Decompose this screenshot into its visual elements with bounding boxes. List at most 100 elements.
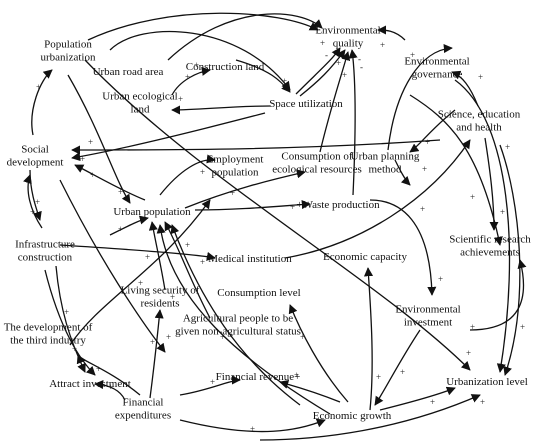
link-polarity: + [194, 60, 199, 70]
link-polarity: + [36, 82, 41, 92]
causal-link [387, 43, 453, 151]
link-polarity: + [145, 252, 150, 262]
link-polarity: + [420, 204, 425, 214]
link-polarity: + [220, 332, 225, 342]
causal-link [170, 224, 301, 406]
variable-consumption-level: Consumption level [217, 287, 300, 299]
causal-link [377, 25, 406, 41]
link-polarity: + [320, 38, 325, 48]
link-polarity: + [376, 372, 381, 382]
link-polarity: + [300, 332, 305, 342]
variable-economic-growth: Economic growth [313, 410, 392, 422]
variable-urban-road-area: Urban road area [93, 66, 164, 78]
link-polarity: + [178, 94, 183, 104]
link-polarity: + [430, 397, 435, 407]
causal-link [74, 164, 146, 201]
variable-medical-institution: Medical institution [208, 253, 292, 265]
link-polarity: + [35, 197, 40, 207]
link-polarity: + [438, 274, 443, 284]
link-polarity: + [200, 167, 205, 177]
causal-link [94, 380, 126, 401]
causal-link [167, 13, 323, 61]
causal-link [319, 51, 351, 153]
link-polarity: + [72, 344, 77, 354]
causal-link [499, 144, 521, 376]
link-polarity: + [410, 50, 415, 60]
link-polarity: + [230, 188, 235, 198]
link-polarity: + [118, 224, 123, 234]
link-polarity: + [400, 367, 405, 377]
causal-link [454, 79, 511, 373]
link-polarity: + [480, 397, 485, 407]
link-polarity: - [358, 54, 361, 64]
causal-link [71, 139, 441, 155]
causal-link [288, 304, 349, 403]
link-polarity: + [80, 154, 85, 164]
causal-link [69, 199, 211, 346]
link-polarity: - [325, 50, 328, 60]
link-polarity: + [118, 187, 123, 197]
link-polarity: + [185, 72, 190, 82]
causal-link [148, 221, 166, 291]
link-polarity: + [505, 142, 510, 152]
link-polarity: + [185, 240, 190, 250]
variable-economic-capacity: Economic capacity [323, 251, 407, 263]
variable-financial-revenue: Financial revenue+ [216, 371, 301, 383]
link-polarity: + [470, 192, 475, 202]
link-polarity: + [108, 382, 113, 392]
causal-link [164, 221, 211, 319]
causal-link [171, 105, 271, 115]
link-polarity: + [422, 164, 427, 174]
link-polarity: + [250, 424, 255, 434]
link-polarity: + [96, 364, 101, 374]
link-polarities: +-+-+-++++++++++++++++++++++++++++++++++… [30, 38, 525, 434]
causal-link [71, 112, 266, 162]
causal-link [76, 354, 141, 396]
causal-link [194, 200, 311, 211]
causal-link [295, 47, 341, 95]
link-polarity: + [520, 322, 525, 332]
link-polarity: + [64, 307, 69, 317]
causal-link [259, 394, 481, 441]
causal-link [179, 418, 326, 433]
causal-link [87, 12, 319, 41]
link-polarity: + [470, 322, 475, 332]
variable-space-utilization: Space utilization [269, 98, 343, 110]
causal-link [279, 379, 341, 403]
link-polarity: + [170, 292, 175, 302]
causal-link [374, 329, 421, 406]
causal-link [363, 267, 374, 411]
causal-link [284, 139, 471, 259]
causal-link [59, 179, 166, 353]
causal-link [156, 224, 331, 415]
causal-link [84, 59, 471, 371]
causal-link [179, 375, 241, 396]
causal-link [23, 174, 43, 229]
link-polarity: + [150, 337, 155, 347]
link-polarity: + [282, 76, 287, 86]
variable-urbanization-level: Urbanization level [446, 376, 528, 388]
variable-waste-production: +Waste production [296, 199, 380, 211]
causal-link [109, 30, 291, 91]
causal-link [369, 199, 437, 296]
link-polarity: + [200, 257, 205, 267]
link-polarity: + [478, 72, 483, 82]
link-polarity: + [294, 370, 299, 380]
link-polarity: + [210, 377, 215, 387]
causal-link [109, 215, 149, 236]
causal-link [29, 169, 42, 221]
causal-link [31, 69, 53, 136]
causal-link [409, 109, 456, 153]
